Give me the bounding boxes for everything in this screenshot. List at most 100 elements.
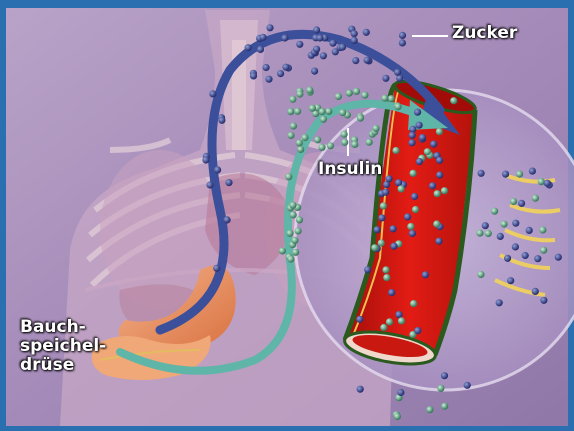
sugar-molecule: [404, 213, 411, 220]
insulin-molecule: [510, 198, 517, 205]
insulin-molecule: [357, 115, 364, 122]
sugar-molecule: [225, 179, 232, 186]
insulin-molecule: [383, 274, 390, 281]
sugar-molecule: [532, 288, 539, 295]
insulin-molecule: [285, 173, 292, 180]
sugar-molecule: [282, 64, 289, 71]
insulin-molecule: [289, 96, 296, 103]
insulin-molecule: [381, 95, 388, 102]
insulin-molecule: [501, 221, 508, 228]
insulin-molecule: [306, 87, 313, 94]
sugar-molecule: [414, 109, 421, 116]
insulin-molecule: [426, 406, 433, 413]
insulin-molecule: [386, 318, 393, 325]
insulin-molecule: [491, 208, 498, 215]
insulin-molecule: [295, 227, 302, 234]
sugar-molecule: [281, 34, 288, 41]
sugar-molecule: [414, 327, 421, 334]
sugar-molecule: [378, 214, 385, 221]
insulin-molecule: [297, 146, 304, 153]
sugar-molecule: [395, 311, 402, 318]
sugar-molecule: [374, 226, 381, 233]
insulin-molecule: [372, 125, 379, 132]
insulin-molecule: [292, 249, 299, 256]
sugar-molecule: [422, 271, 429, 278]
insulin-molecule: [294, 108, 301, 115]
insulin-molecule: [539, 226, 546, 233]
sugar-molecule: [214, 166, 221, 173]
pancreas-label-line-3: drüse: [20, 356, 106, 375]
insulin-molecule: [320, 116, 327, 123]
sugar-molecule: [436, 171, 443, 178]
sugar-molecule: [436, 157, 443, 164]
sugar-molecule: [352, 57, 359, 64]
sugar-molecule: [411, 193, 418, 200]
sugar-molecule: [397, 389, 404, 396]
sugar-molecule: [316, 34, 323, 41]
insulin-molecule: [441, 403, 448, 410]
sugar-molecule: [518, 200, 525, 207]
insulin-molecule: [392, 147, 399, 154]
insulin-molecule: [398, 185, 405, 192]
insulin-molecule: [291, 237, 298, 244]
sugar-molecule: [507, 277, 514, 284]
pancreas-label-line-1: Bauch-: [20, 318, 106, 337]
insulin-molecule: [318, 144, 325, 151]
insulin-molecule: [371, 244, 378, 251]
insulin-molecule: [380, 324, 387, 331]
sugar-molecule: [332, 48, 339, 55]
sugar-molecule: [313, 46, 320, 53]
insulin-molecule: [398, 317, 405, 324]
sugar-molecule: [502, 171, 509, 178]
insulin-molecule: [378, 239, 385, 246]
sugar-molecule: [364, 57, 371, 64]
insulin-molecule: [287, 256, 294, 263]
insulin-molecule: [341, 139, 348, 146]
sugar-molecule: [257, 46, 264, 53]
insulin-molecule: [353, 88, 360, 95]
sugar-molecule: [363, 29, 370, 36]
sugar-molecule: [263, 64, 270, 71]
sugar-molecule: [260, 34, 267, 41]
sugar-molecule: [529, 168, 536, 175]
sugar-molecule: [329, 40, 336, 47]
insulin-molecule: [412, 206, 419, 213]
insulin-molecule: [382, 266, 389, 273]
insulin-molecule: [351, 141, 358, 148]
sugar-molecule: [320, 52, 327, 59]
sugar-molecule: [464, 382, 471, 389]
sugar-molecule: [395, 179, 402, 186]
insulin-molecule: [309, 105, 316, 112]
insulin-molecule: [319, 108, 326, 115]
sugar-molecule: [356, 316, 363, 323]
insulin-molecule: [289, 202, 296, 209]
sugar-molecule: [478, 170, 485, 177]
pancreas-label: Bauch- speichel- drüse: [20, 318, 106, 375]
insulin-molecule: [437, 385, 444, 392]
sugar-molecule: [512, 220, 519, 227]
sugar-label: Zucker: [452, 24, 517, 43]
insulin-molecule: [325, 108, 332, 115]
sugar-molecule: [496, 299, 503, 306]
insulin-molecule: [287, 132, 294, 139]
sugar-molecule: [409, 132, 416, 139]
insulin-molecule: [485, 230, 492, 237]
sugar-molecule: [351, 37, 358, 44]
sugar-molecule: [388, 289, 395, 296]
sugar-molecule: [409, 230, 416, 237]
insulin-molecule: [394, 413, 401, 420]
insulin-molecule: [410, 300, 417, 307]
sugar-molecule: [224, 216, 231, 223]
sugar-molecule: [394, 69, 401, 76]
insulin-molecule: [441, 187, 448, 194]
insulin-molecule: [433, 220, 440, 227]
insulin-molecule: [516, 171, 523, 178]
insulin-molecule: [476, 230, 483, 237]
insulin-molecule: [339, 109, 346, 116]
sugar-molecule: [390, 225, 397, 232]
sugar-molecule: [296, 41, 303, 48]
sugar-molecule: [435, 238, 442, 245]
sugar-molecule: [311, 68, 318, 75]
sugar-molecule: [357, 386, 364, 393]
